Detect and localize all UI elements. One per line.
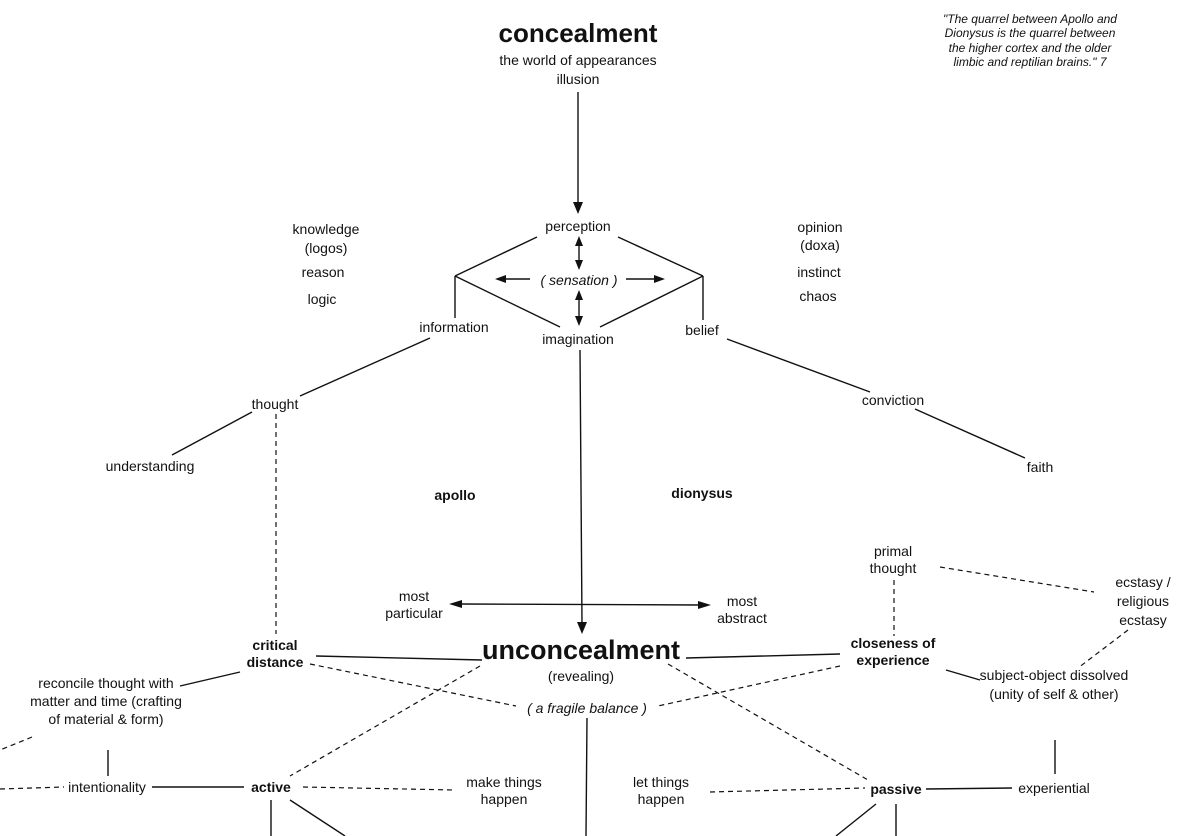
fragile-balance: ( a fragile balance )	[527, 700, 647, 716]
edge-belief-conviction	[726, 338, 871, 393]
node-perception: perception	[545, 218, 611, 234]
term-opinion: opinion	[797, 219, 843, 235]
edge-unconcealment-active	[289, 665, 481, 777]
node-closeness-of-experience: closeness of experience	[850, 635, 936, 668]
node-faith: faith	[1026, 459, 1054, 475]
node-ecstasy: ecstasy / religious ecstasy	[1115, 574, 1171, 628]
node-primal-thought: primal thought	[869, 543, 917, 576]
edge-reconcile-offscreen	[0, 736, 33, 751]
node-passive: passive	[870, 781, 922, 797]
node-information: information	[419, 319, 489, 335]
edge-offscreen-intentionality	[0, 786, 65, 790]
concealment-subtitle: the world of appearances	[499, 52, 657, 68]
concealment-illusion: illusion	[556, 71, 600, 87]
node-conviction: conviction	[861, 392, 925, 408]
node-reconcile: reconcile thought with matter and time (…	[30, 675, 182, 728]
edge-critical-reconcile	[179, 671, 241, 687]
term-instinct: instinct	[797, 264, 841, 280]
edge-conviction-faith	[914, 408, 1026, 459]
edge-passive-experiential	[925, 787, 1013, 790]
edge-closeness-balance	[657, 665, 841, 707]
edge-active-make	[302, 786, 456, 791]
label-dionysus: dionysus	[671, 485, 733, 501]
term-logic: logic	[307, 291, 337, 307]
node-belief: belief	[685, 322, 719, 338]
node-sensation: ( sensation )	[540, 272, 618, 288]
label-most-particular: most particular	[385, 588, 443, 621]
edge-let-passive	[709, 787, 866, 793]
node-intentionality: intentionality	[68, 779, 146, 795]
term-knowledge: knowledge	[292, 221, 360, 237]
quote-text: "The quarrel between Apollo and Dionysus…	[943, 12, 1117, 70]
edge-information-thought	[299, 337, 431, 397]
node-subject-object: subject-object dissolved (unity of self …	[979, 667, 1129, 702]
arrow-particular-abstract	[459, 603, 701, 606]
node-active: active	[251, 779, 291, 795]
arrow-imagination-unconcealment	[579, 349, 583, 625]
term-chaos: chaos	[799, 288, 837, 304]
term-doxa: (doxa)	[800, 237, 840, 253]
edge-primal-ecstasy	[939, 566, 1095, 593]
edge-closeness-subject	[945, 669, 981, 681]
edge-passive-diag	[835, 803, 877, 836]
edge-closeness-unconcealment	[685, 653, 841, 659]
edge-active-diag	[289, 799, 346, 836]
diamond-edge-bottom-right	[599, 275, 704, 328]
edge-thought-understanding	[171, 411, 253, 456]
label-apollo: apollo	[434, 487, 476, 503]
node-let-things-happen: let things happen	[632, 774, 690, 807]
node-make-things-happen: make things happen	[466, 774, 542, 807]
term-reason: reason	[301, 264, 345, 280]
edge-critical-balance	[309, 663, 517, 707]
concealment-title: concealment	[498, 18, 658, 48]
node-experiential: experiential	[1018, 780, 1090, 796]
edge-ecstasy-subject	[1077, 629, 1129, 669]
diamond-edge-bottom-left	[454, 275, 561, 328]
node-thought: thought	[251, 396, 299, 412]
arrowhead-perception	[573, 202, 583, 214]
diamond-edge-top-right	[617, 236, 704, 277]
edge-critical-unconcealment	[315, 655, 483, 661]
term-logos: (logos)	[304, 240, 348, 256]
arrowhead-unconcealment	[577, 622, 587, 634]
node-critical-distance: critical distance	[246, 637, 304, 670]
label-most-abstract: most abstract	[717, 593, 767, 626]
node-understanding: understanding	[105, 458, 195, 474]
diamond-edge-top-left	[454, 236, 538, 277]
unconcealment-revealing: (revealing)	[547, 668, 615, 684]
unconcealment-title: unconcealment	[481, 635, 681, 665]
node-imagination: imagination	[542, 331, 614, 347]
edge-balance-down	[585, 717, 588, 836]
edge-unconcealment-passive	[667, 663, 869, 781]
